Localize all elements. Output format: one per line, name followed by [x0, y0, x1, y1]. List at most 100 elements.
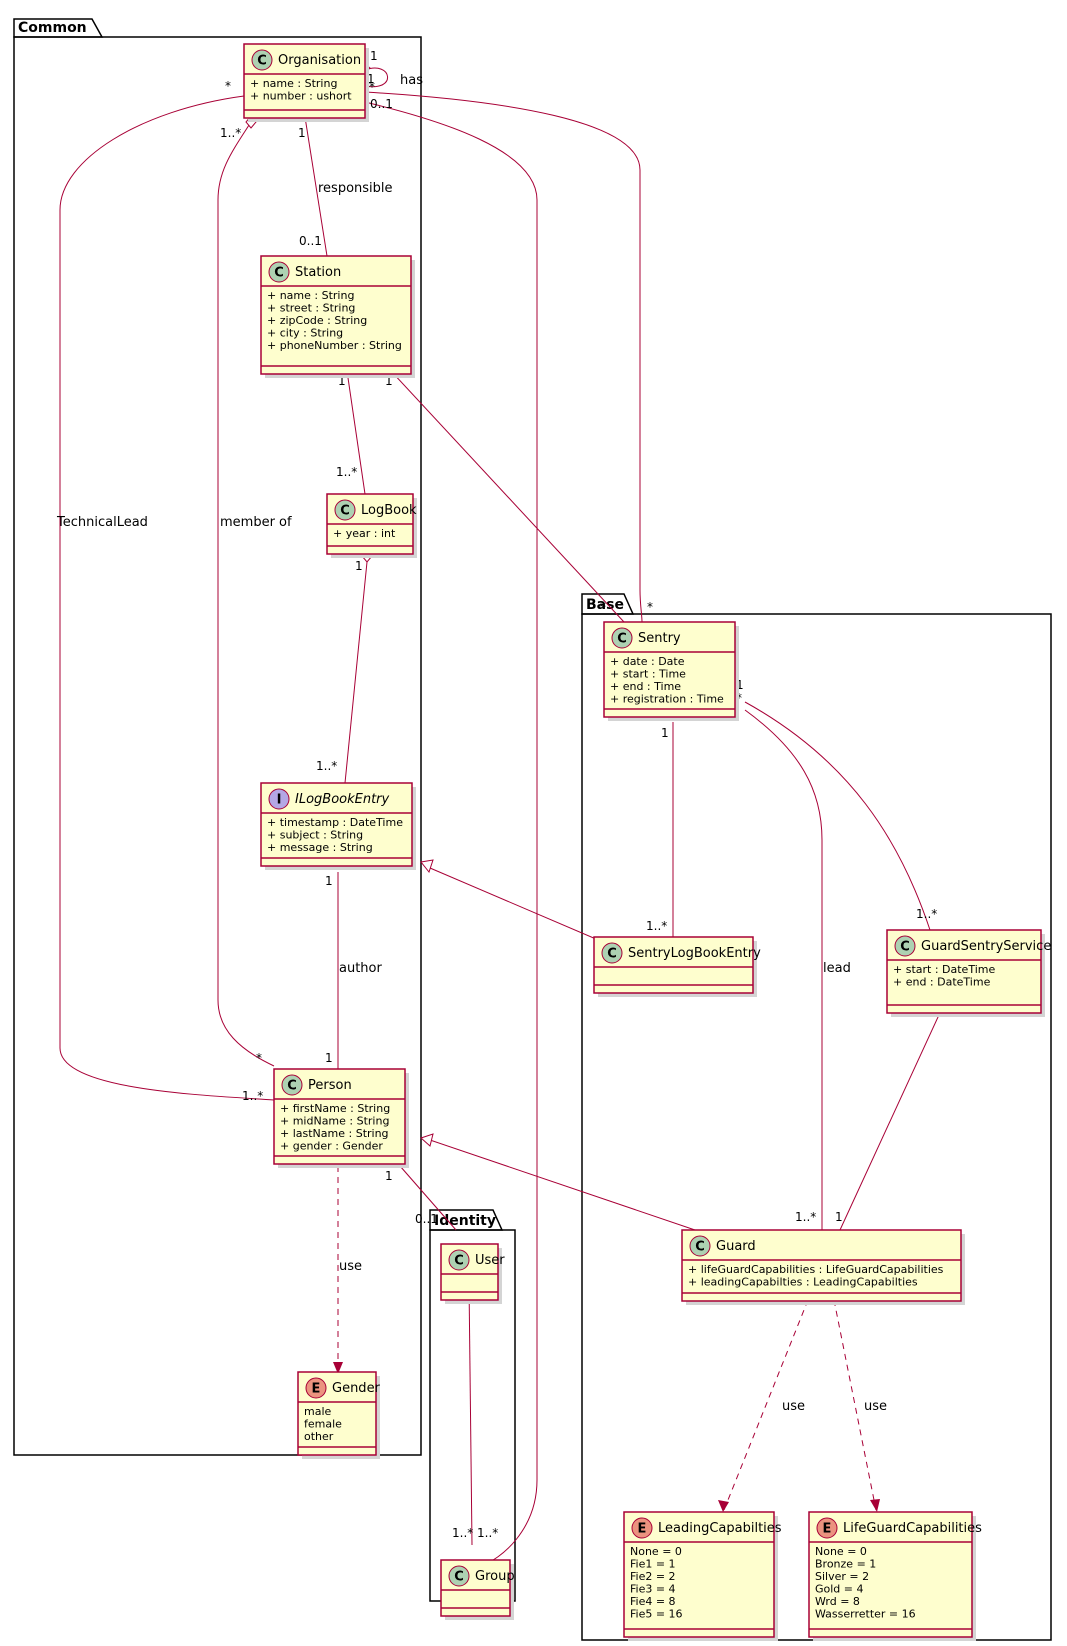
use-arrow-lifeguard [870, 1499, 880, 1512]
organisation-class-name: Organisation [278, 53, 361, 68]
sentry-attr: + end : Time [610, 680, 681, 693]
mult-gss-sentry: 1..* [916, 907, 937, 921]
package-common: Common [13, 18, 422, 1456]
mult-station-sentry: 1 [385, 374, 393, 388]
leadingcapabilties-stereotype-icon [631, 1517, 653, 1539]
relation-guard-leading [723, 1299, 809, 1511]
relation-org-sentry [364, 91, 643, 623]
organisation-stereotype-icon [251, 49, 273, 71]
relation-sentry-gss [744, 701, 931, 931]
lifeguardcapabilities-stereotype-icon [816, 1517, 838, 1539]
use-arrow-gender [333, 1362, 343, 1374]
sentry-stereotype-icon [611, 627, 633, 649]
mult-group-user: 1..* [452, 1526, 473, 1540]
relation-user-group [468, 1281, 473, 1546]
label-responsible: responsible [318, 181, 393, 196]
mult-person-tl: 1..* [242, 1089, 263, 1103]
gender-class-name: Gender [332, 1381, 381, 1396]
mult-logbook-entry: 1 [355, 559, 363, 573]
ilogbookentry-attr: + message : String [267, 841, 373, 854]
person-attr: + firstName : String [280, 1102, 390, 1115]
station-attr: + city : String [267, 327, 343, 340]
use-arrow-leading [718, 1500, 729, 1512]
lifeguardcapabilities-attr: Wrd = 8 [815, 1595, 860, 1608]
guardsentryservice-stereotype-letter: C [900, 940, 910, 955]
mult-sentry-station: * [600, 600, 606, 614]
person-stereotype-icon [281, 1074, 303, 1096]
guard-stereotype-icon [689, 1235, 711, 1257]
organisation-attr: + number : ushort [250, 90, 352, 103]
lifeguardcapabilities-attr: Gold = 4 [815, 1583, 864, 1596]
label-author: author [339, 961, 382, 976]
person-attr: + lastName : String [280, 1127, 389, 1140]
label-memberof: member of [220, 515, 292, 530]
person-attr: + midName : String [280, 1115, 389, 1128]
relation-gss-guard [839, 1003, 945, 1231]
label-use-lifeguard: use [864, 1399, 887, 1414]
package-base: Base [581, 593, 1052, 1641]
lifeguardcapabilities-stereotype-letter: E [823, 1522, 832, 1537]
mult-person-author: 1 [325, 1051, 333, 1065]
station-attr: + name : String [267, 289, 354, 302]
relation-station-logbook [346, 370, 366, 495]
logbook-stereotype-letter: C [340, 504, 350, 519]
leadingcapabilties-class-name: LeadingCapabilties [658, 1521, 782, 1536]
package-base-title: Base [586, 597, 624, 613]
label-lead: lead [823, 961, 851, 976]
station-box [260, 255, 412, 375]
guard-box [681, 1229, 962, 1302]
leadingcapabilties-attr: Fie1 = 1 [630, 1558, 676, 1571]
organisation-attr: + name : String [250, 77, 337, 90]
sentrylogbookentry-box [593, 936, 754, 994]
relations: has responsible TechnicalLead member of … [56, 63, 945, 1566]
sentry-attr: + start : Time [610, 668, 686, 681]
logbook-attr: + year : int [333, 527, 396, 540]
relation-sentrylog-ientry [429, 867, 618, 949]
mult-org-member: 1..* [220, 126, 241, 140]
leadingcapabilties-attr: None = 0 [630, 1545, 682, 1558]
leadingcapabilties-attr: Fie3 = 4 [630, 1583, 676, 1596]
guard-attr: + leadingCapabilties : LeadingCapabiltie… [688, 1276, 918, 1289]
station-attr: + zipCode : String [267, 314, 367, 327]
relation-sentry-guard-lead [744, 709, 823, 1230]
station-attr: + phoneNumber : String [267, 339, 402, 352]
person-stereotype-letter: C [287, 1079, 297, 1094]
guard-attr: + lifeGuardCapabilities : LifeGuardCapab… [688, 1263, 944, 1276]
mult-org-has-star: * [369, 80, 375, 94]
gender-attr: female [304, 1418, 342, 1431]
mult-person-user: 1 [385, 1169, 393, 1183]
mult-entry-author: 1 [325, 874, 333, 888]
gender-stereotype-letter: E [312, 1382, 321, 1397]
ilogbookentry-stereotype-letter: I [277, 793, 282, 808]
sentry-attr: + date : Date [610, 655, 685, 668]
ilogbookentry-class-name: ILogBookEntry [295, 792, 390, 807]
mult-org-tl: * [225, 79, 231, 93]
sentrylogbookentry-stereotype-icon [601, 942, 623, 964]
lifeguardcapabilities-attr: None = 0 [815, 1545, 867, 1558]
guardsentryservice-attr: + start : DateTime [893, 963, 995, 976]
mult-station-resp: 0..1 [299, 234, 322, 248]
group-stereotype-letter: C [454, 1570, 464, 1585]
relation-org-station [304, 116, 328, 257]
label-use-gender: use [339, 1259, 362, 1274]
lifeguardcapabilities-class-name: LifeGuardCapabilities [843, 1521, 982, 1536]
mult-org-has-top: 1 [370, 49, 378, 63]
mult-sentrylog-sentry: 1..* [646, 919, 667, 933]
label-technicallead: TechnicalLead [56, 515, 148, 530]
label-use-leading: use [782, 1399, 805, 1414]
person-attr: + gender : Gender [280, 1140, 383, 1153]
sentry-stereotype-letter: C [617, 632, 627, 647]
relation-guard-person [429, 1139, 696, 1231]
relation-person-user [399, 1165, 457, 1231]
relation-org-person-technicallead [59, 95, 275, 1101]
relation-guard-lifeguard [833, 1299, 877, 1511]
